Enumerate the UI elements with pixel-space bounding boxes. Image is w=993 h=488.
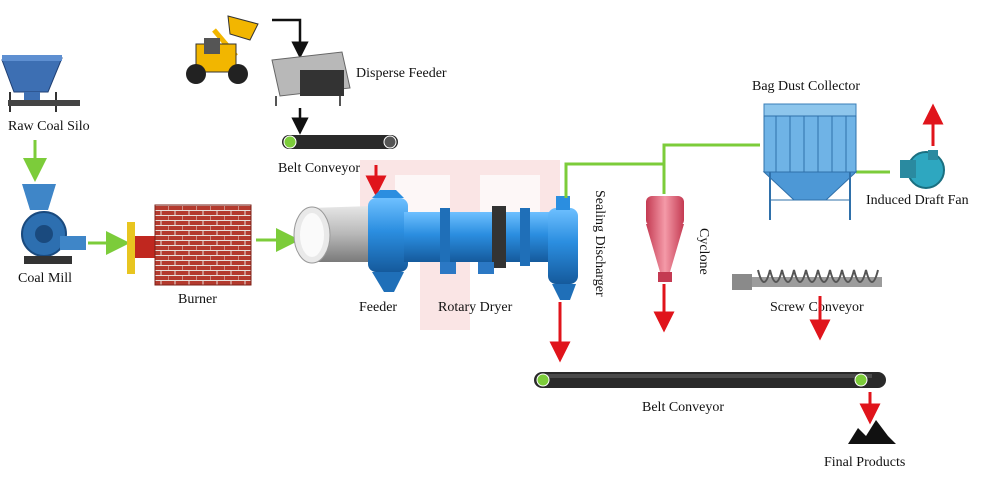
rotary-dryer: Feeder Rotary Dryer <box>293 190 578 315</box>
coal-mill-label: Coal Mill <box>18 271 72 286</box>
sealing-discharger-hood <box>548 196 578 300</box>
coal-silo-icon <box>1 55 80 112</box>
final-products: Final Products <box>824 420 905 470</box>
feeder-head <box>368 190 408 292</box>
cyclone-label: Cyclone <box>696 228 711 275</box>
burner: Burner <box>127 204 252 307</box>
bag-dust-collector-label: Bag Dust Collector <box>752 79 860 94</box>
belt-conveyor-top-belt <box>282 135 398 149</box>
screw-conveyor-label: Screw Conveyor <box>770 300 864 315</box>
rotary-dryer-label: Rotary Dryer <box>438 300 513 315</box>
belt-conveyor-top: Belt Conveyor <box>278 135 398 176</box>
sealing-discharger-label: Sealing Discharger <box>592 190 607 297</box>
disperse-feeder: Disperse Feeder <box>271 51 447 106</box>
wheel-loader <box>186 15 259 84</box>
disperse-feeder-motor <box>300 70 344 96</box>
screw-conveyor: Screw Conveyor <box>732 269 882 315</box>
final-products-label: Final Products <box>824 455 905 470</box>
feeder-label: Feeder <box>359 300 397 315</box>
burner-nozzle <box>135 236 157 258</box>
bag-dust-collector: Bag Dust Collector <box>752 79 860 220</box>
burner-label: Burner <box>178 292 217 307</box>
draft-fan-icon <box>900 150 945 189</box>
coal-mill: Coal Mill <box>18 184 86 286</box>
product-pile-icon <box>848 420 896 444</box>
rotary-dryer-drum <box>404 212 554 262</box>
cyclone <box>646 196 684 282</box>
induced-draft-fan: Induced Draft Fan <box>866 150 969 208</box>
raw-coal-silo: Raw Coal Silo <box>1 55 90 134</box>
coal-mill-icon <box>21 184 86 264</box>
induced-draft-fan-label: Induced Draft Fan <box>866 193 969 208</box>
arrow-loader-to-feeder <box>272 18 309 59</box>
belt-conveyor-bottom: Belt Conveyor <box>534 372 886 415</box>
raw-coal-silo-label: Raw Coal Silo <box>8 119 90 134</box>
disperse-feeder-label: Disperse Feeder <box>356 66 447 81</box>
belt-conveyor-top-label: Belt Conveyor <box>278 161 360 176</box>
burner-brick-chamber <box>154 204 252 286</box>
burner-frame <box>127 222 135 274</box>
wheel-loader-icon <box>186 15 259 84</box>
belt-conveyor-bottom-label: Belt Conveyor <box>642 400 724 415</box>
